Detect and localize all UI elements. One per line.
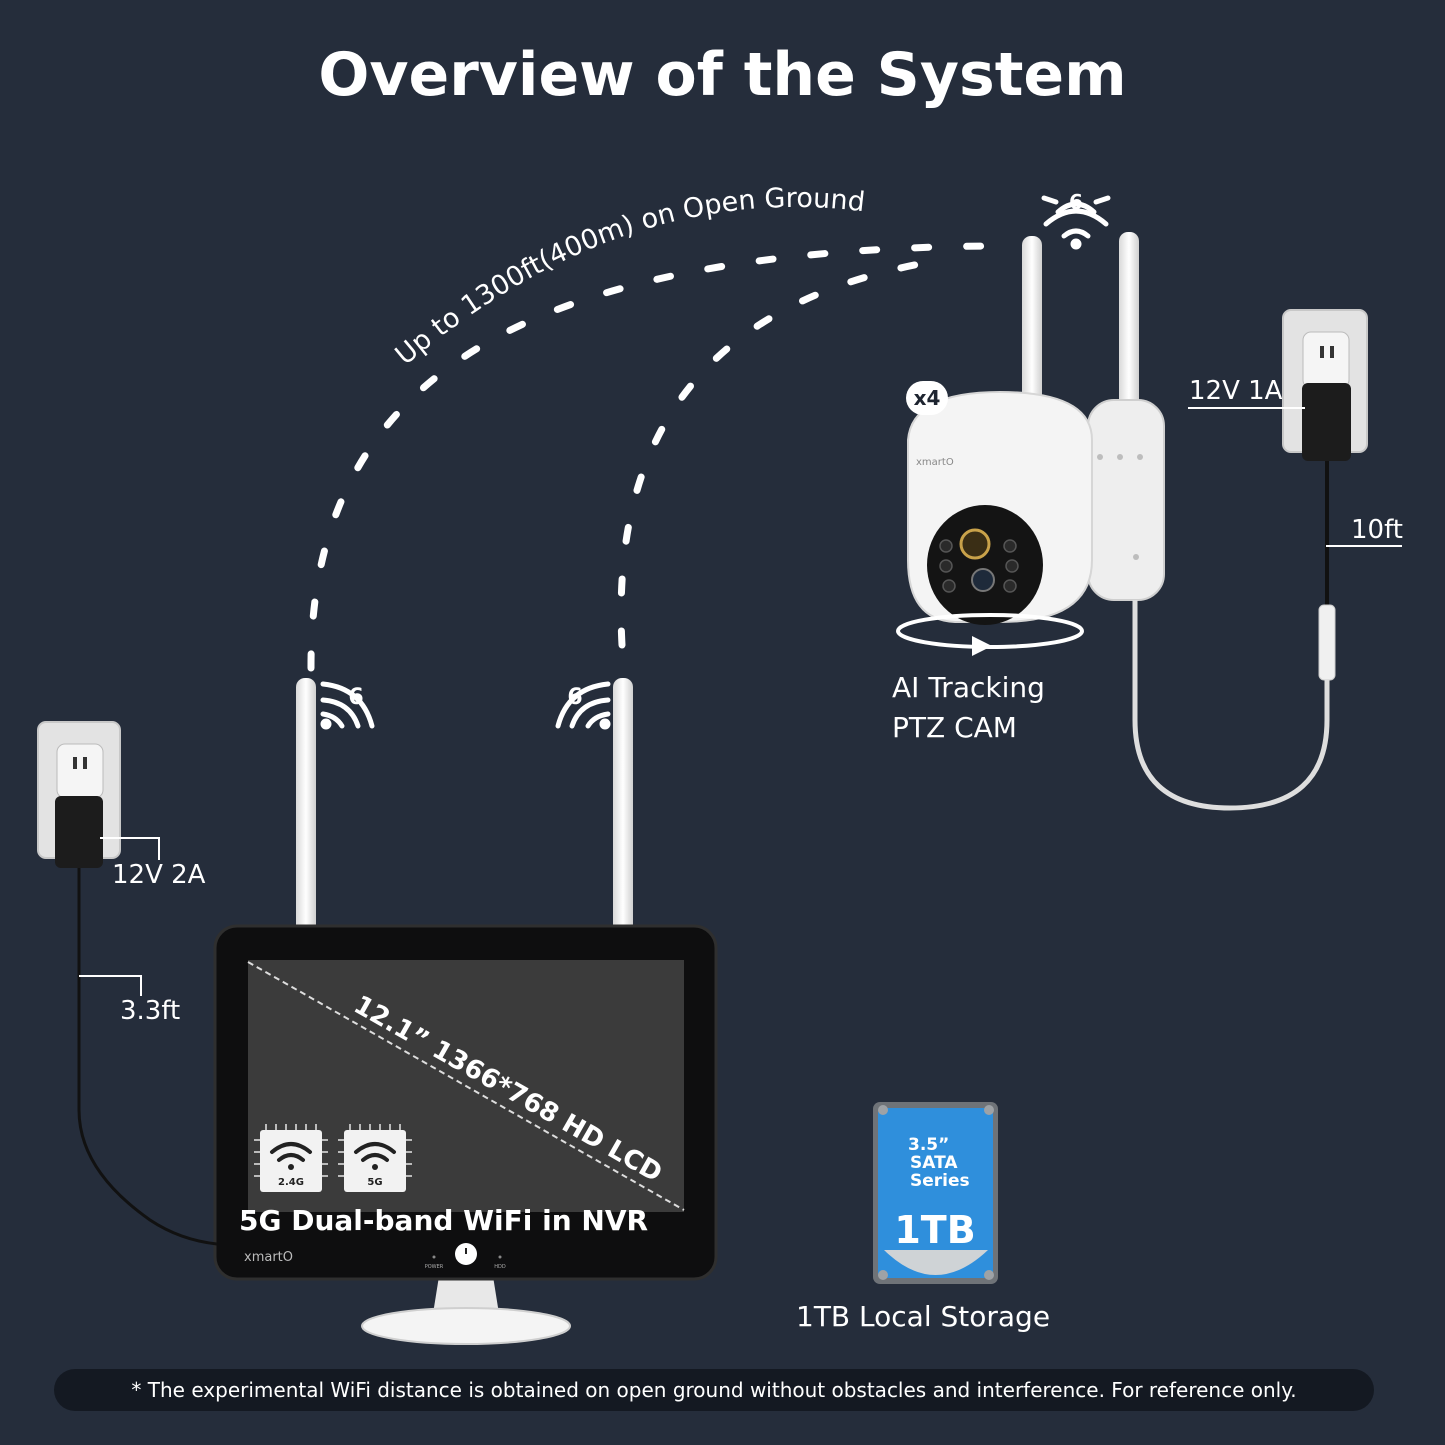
rotation-arrow <box>972 636 992 656</box>
nvr-antenna-left <box>296 678 316 933</box>
wifi6-badge-left: 6 <box>348 685 363 710</box>
camera-extension-cable <box>1132 600 1330 811</box>
chip-5g-icon <box>338 1124 412 1192</box>
screen-diagonal <box>247 961 685 1211</box>
wifi6-badge-right: 6 <box>567 685 582 710</box>
nvr-brand: xmartO <box>244 1250 293 1265</box>
chip-2g-label: 2.4G <box>278 1177 304 1188</box>
nvr-cable-callout <box>79 975 142 996</box>
wifi6-icon-left <box>320 681 375 730</box>
camera-label: AI Tracking PTZ CAM <box>892 668 1045 748</box>
nvr-adapter-callout <box>100 837 160 860</box>
camera-adapter-rating: 12V 1A <box>1189 376 1283 406</box>
wifi6-icon-camera <box>1041 195 1111 250</box>
nvr-cable-length: 3.3ft <box>120 996 181 1026</box>
nvr-antenna-right <box>613 678 633 933</box>
camera-label-line1: AI Tracking <box>892 671 1045 704</box>
camera-power-adapter <box>1302 383 1351 461</box>
camera-brand: xmartO <box>916 457 954 468</box>
wifi6-badge-camera: 6 <box>1069 190 1083 214</box>
camera-cable-length: 10ft <box>1351 515 1403 545</box>
camera-second-lens <box>971 568 995 592</box>
camera-wall-bracket <box>1087 399 1165 601</box>
nvr-adapter-rating: 12V 2A <box>112 860 206 890</box>
hdd-interface: SATA <box>910 1153 958 1173</box>
camera-main-lens <box>959 528 991 560</box>
range-label-path: Up to 1300ft(400m) on Open Ground <box>390 183 867 371</box>
nvr-label: 5G Dual-band WiFi in NVR <box>239 1204 649 1237</box>
page-title: Overview of the System <box>318 40 1127 110</box>
footnote: * The experimental WiFi distance is obta… <box>131 1378 1297 1402</box>
camera-antenna-right <box>1119 232 1139 422</box>
range-label: Up to 1300ft(400m) on Open Ground <box>390 183 867 371</box>
nvr-power-adapter <box>55 796 103 868</box>
camera-count-badge: x4 <box>906 381 948 415</box>
chip-5g-label: 5G <box>367 1177 382 1188</box>
hard-drive <box>873 1102 998 1284</box>
nvr-stand-base <box>361 1307 571 1345</box>
camera-label-line2: PTZ CAM <box>892 711 1017 744</box>
wifi6-icon-right <box>555 681 611 730</box>
storage-label: 1TB Local Storage <box>796 1300 1051 1333</box>
hdd-label: HDD <box>494 1264 506 1270</box>
camera-antenna-left <box>1022 236 1042 416</box>
bracket-screws <box>1097 454 1143 560</box>
power-label: POWER <box>425 1264 444 1270</box>
camera-lens-dome <box>927 505 1043 625</box>
signal-path-inner <box>617 258 934 649</box>
nvr-power-cable <box>77 868 218 1246</box>
chip-2g-icon <box>254 1124 328 1192</box>
hdd-capacity: 1TB <box>894 1208 975 1252</box>
signal-path-outer <box>307 242 994 672</box>
hdd-series: Series <box>910 1171 970 1191</box>
footnote-bar: * The experimental WiFi distance is obta… <box>54 1369 1374 1411</box>
camera-ir-leds <box>939 539 1019 593</box>
hdd-size: 3.5” <box>908 1135 949 1155</box>
